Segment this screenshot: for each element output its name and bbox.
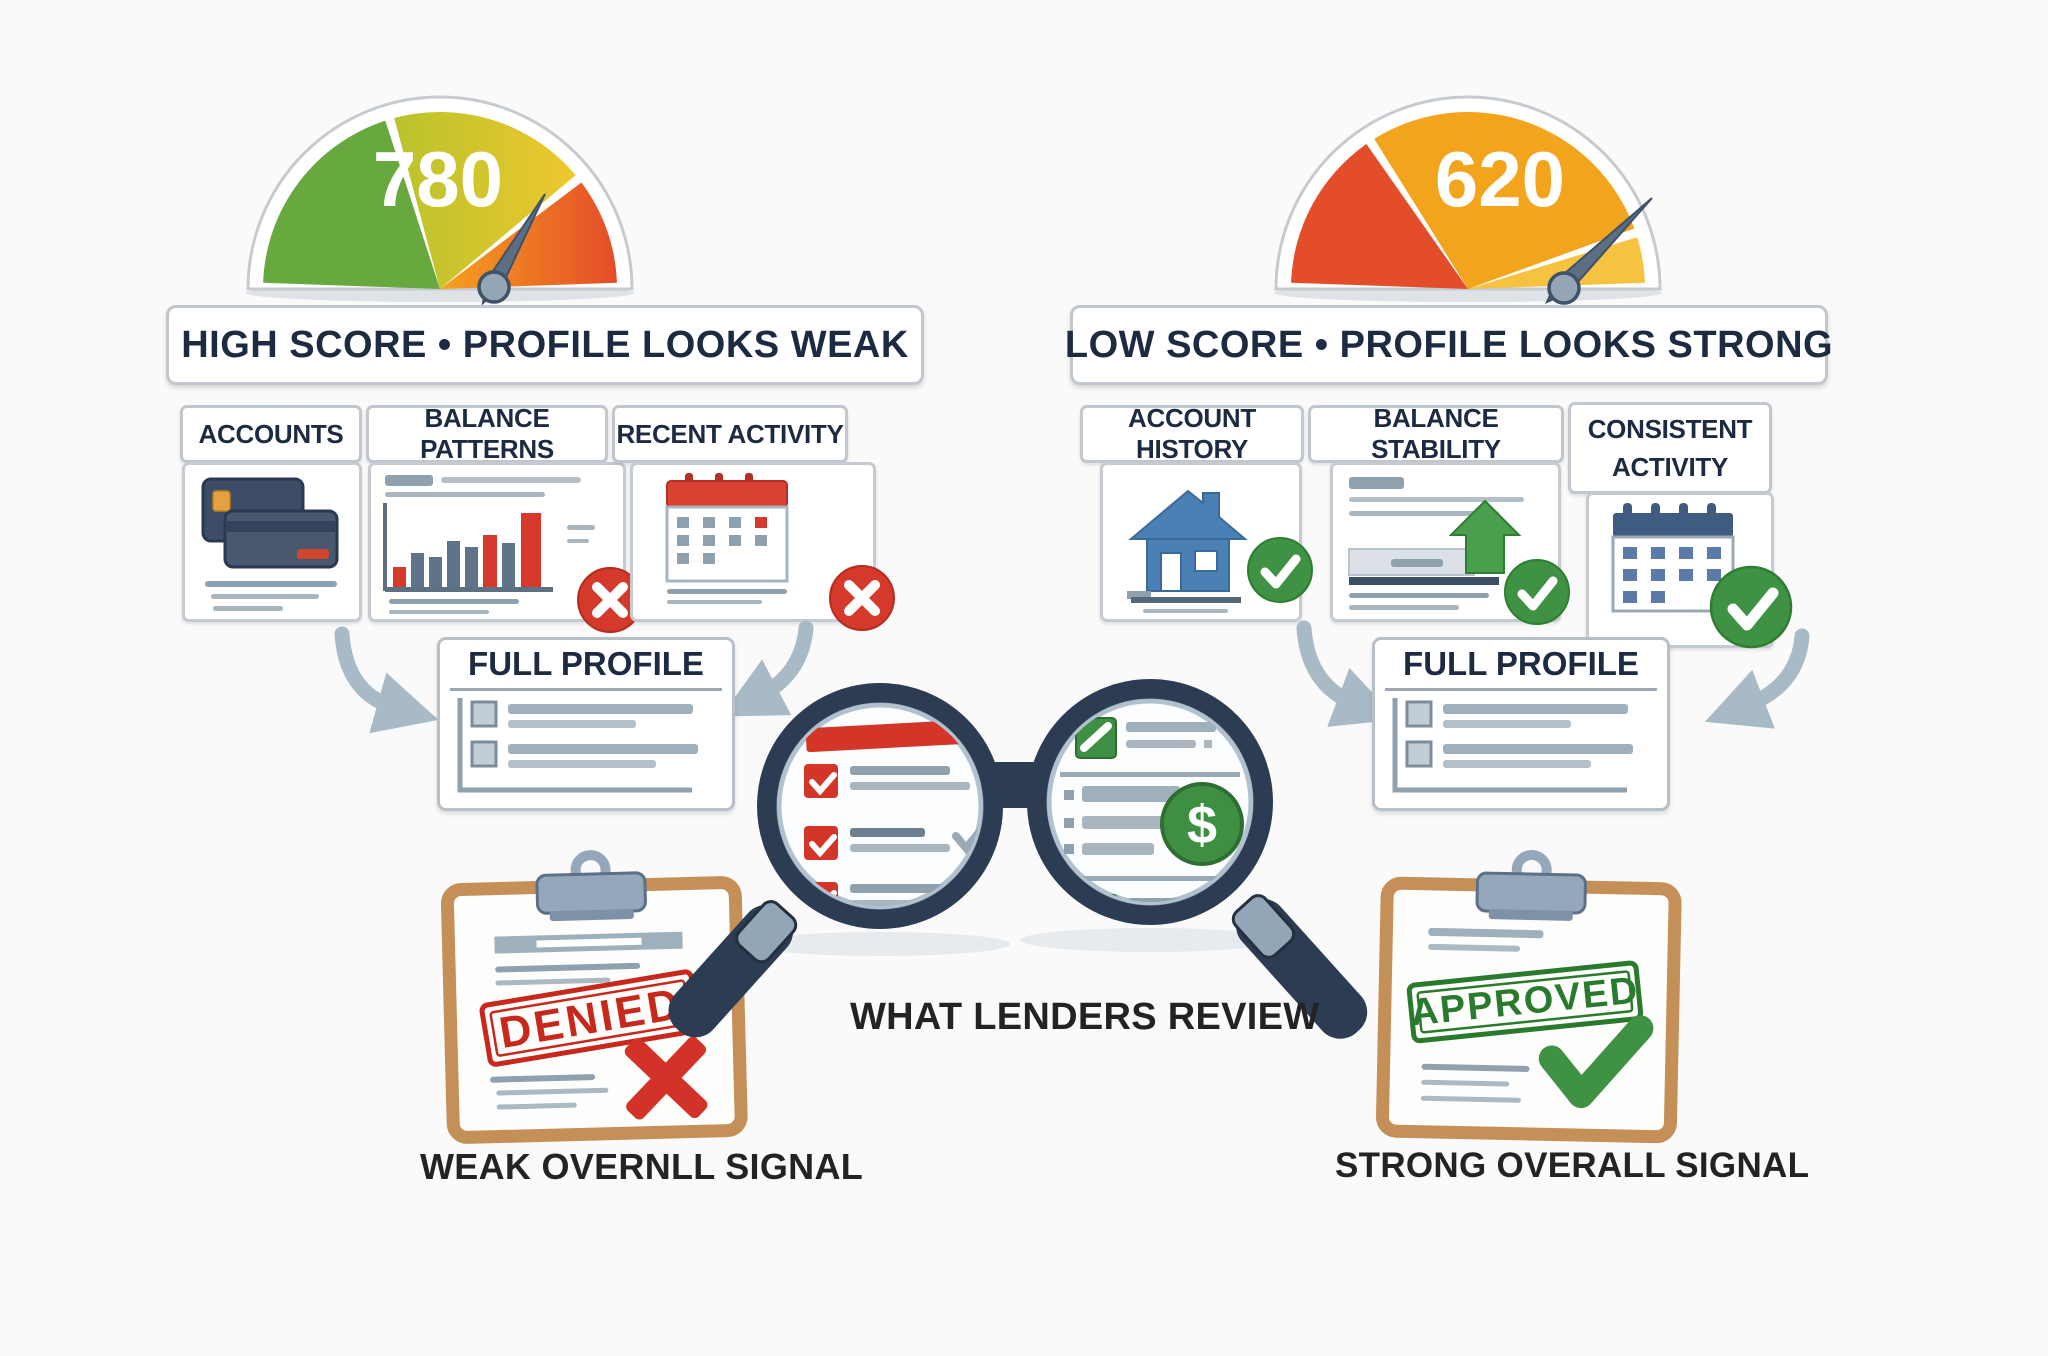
full-profile-title: FULL PROFILE [450,640,722,691]
card-body-balance-patterns [368,462,643,633]
gauge-score: 620 [1435,135,1565,223]
house-icon [1127,489,1248,613]
red-x-icon [577,567,643,633]
green-check-mark-icon [1538,1015,1654,1109]
calendar-icon [1611,503,1735,613]
strong-signal-caption: STRONG OVERALL SIGNAL [1335,1146,1810,1185]
growth-arrow-icon [1348,477,1524,610]
card-header-account-history: ACCOUNT HISTORY [1080,403,1304,464]
full-profile-card-left: FULL PROFILE [437,637,735,811]
gauge-needle-pivot [1547,271,1581,305]
center-caption: WHAT LENDERS REVIEW [850,996,1320,1038]
magnifier-handle-left [668,900,798,1038]
gauge-segment-orange [440,182,617,289]
clip-icon [535,871,647,915]
card-body-accounts [182,462,362,622]
credit-score-gauge-high: 780 [246,95,634,306]
card-header-balance-stability: BALANCE STABILITY [1308,403,1564,464]
card-body-account-history [1100,462,1313,622]
gauge-score: 780 [373,135,503,223]
svg-text:$: $ [1187,795,1217,855]
card-body-recent-activity [630,462,895,631]
gauge-segment-green [263,120,440,289]
card-header-recent-activity: RECENT ACTIVITY [612,405,848,463]
gauge-segment-red [1291,144,1468,289]
green-check-icon [1247,537,1313,603]
red-x-icon [829,565,895,631]
weak-signal-caption: WEAK OVERNLL SIGNAL [420,1146,864,1187]
credit-score-gauge-low: 620 [1274,95,1662,305]
banner-high-score: HIGH SCORE • PROFILE LOOKS WEAK [166,305,924,385]
green-check-icon [1504,559,1570,625]
denied-clipboard: DENIED [440,850,748,1144]
credit-cards-icon [201,477,339,611]
card-header-accounts: ACCOUNTS [180,405,362,463]
banner-low-score: LOW SCORE • PROFILE LOOKS STRONG [1065,305,1833,385]
card-body-balance-stability [1330,462,1570,625]
gauge-segment-amber [1374,112,1635,289]
arrow-accounts-to-profile-icon [334,626,439,734]
document-lines-icon [1392,698,1633,793]
green-check-icon [1709,565,1793,649]
gauge-segment-yellow [394,111,576,290]
document-lines-icon [457,698,698,793]
full-profile-title: FULL PROFILE [1385,640,1657,691]
calendar-icon [665,473,789,604]
clip-icon [1475,871,1587,915]
magnifier-handle-right [1231,894,1368,1039]
card-header-consistent-activity: CONSISTENT ACTIVITY [1568,402,1772,494]
red-x-mark-icon [624,1036,708,1120]
lender-magnifiers: $ [668,679,1368,1039]
gauge-needle-pivot [477,270,511,304]
approved-clipboard: APPROVED [1376,850,1682,1144]
card-header-balance-patterns: BALANCE PATTERNS [366,403,608,464]
dollar-icon [1160,782,1244,866]
full-profile-card-right: FULL PROFILE [1372,637,1670,811]
strong-checklist: $ [1060,717,1244,902]
card-body-consistent-activity [1586,492,1793,649]
bar-chart-icon [383,475,595,614]
